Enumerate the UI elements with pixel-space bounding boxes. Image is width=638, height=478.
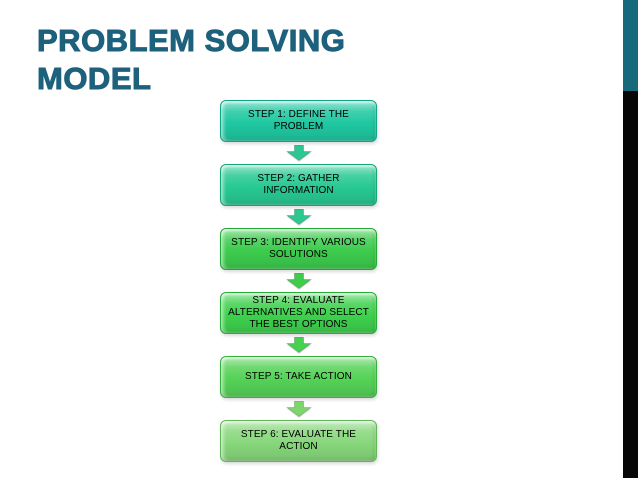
down-arrow-icon (220, 206, 377, 228)
flow-step-box: STEP 6: EVALUATE THE ACTION (220, 420, 377, 462)
down-arrow-icon (220, 334, 377, 356)
down-arrow-icon (220, 398, 377, 420)
down-arrow-icon (220, 270, 377, 292)
page-title-line-1: PROBLEM SOLVING (37, 23, 346, 59)
flow-step-label: STEP 5: TAKE ACTION (245, 371, 352, 382)
flow-step-label: STEP 1: DEFINE THE PROBLEM (248, 109, 349, 132)
flow-diagram: STEP 1: DEFINE THE PROBLEM STEP 2: GATHE… (220, 100, 377, 462)
flow-step-label: STEP 3: IDENTIFY VARIOUS SOLUTIONS (231, 237, 366, 260)
flow-step-box: STEP 2: GATHER INFORMATION (220, 164, 377, 206)
flow-step-label: STEP 6: EVALUATE THE ACTION (240, 429, 357, 452)
flow-step-box: STEP 4: EVALUATE ALTERNATIVES AND SELECT… (220, 292, 377, 334)
flow-step-label: STEP 4: EVALUATE ALTERNATIVES AND SELECT… (228, 295, 369, 330)
flow-step-box: STEP 3: IDENTIFY VARIOUS SOLUTIONS (220, 228, 377, 270)
page-title-line-2: MODEL (37, 61, 152, 97)
right-accent-bar-black (623, 91, 638, 478)
down-arrow-icon (220, 142, 377, 164)
flow-step-box: STEP 1: DEFINE THE PROBLEM (220, 100, 377, 142)
right-accent-bar-teal (623, 0, 638, 91)
flow-step-box: STEP 5: TAKE ACTION (220, 356, 377, 398)
page-title: PROBLEM SOLVING MODEL (37, 22, 597, 98)
flow-step-label: STEP 2: GATHER INFORMATION (257, 173, 340, 196)
